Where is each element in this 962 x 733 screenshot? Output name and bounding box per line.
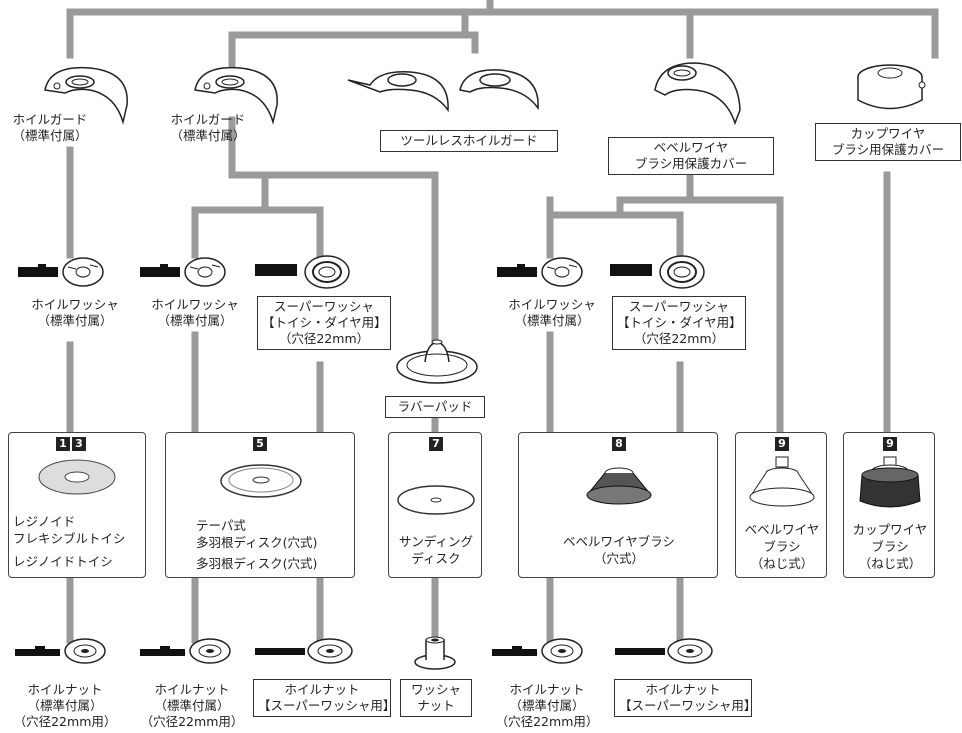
super-washer-nut-label-2: ホイルナット【スーパーワッシャ用】 bbox=[614, 679, 756, 717]
bevel-brush-cover-label: ベベルワイヤブラシ用保護カバー bbox=[608, 137, 774, 175]
badge-7: 7 bbox=[429, 437, 443, 451]
panel-sanding-disc: 7 サンディング ディスク bbox=[388, 432, 482, 578]
wheel-washer-icon-3 bbox=[497, 257, 583, 287]
panel-flap-disc: 5 テーパ式 多羽根ディスク(穴式) 多羽根ディスク(穴式) bbox=[165, 432, 355, 578]
super-washer-icon-2 bbox=[610, 255, 705, 289]
panel-flexible-grinding-wheel: 1 3 レジノイド フレキシブルトイシ レジノイドトイシ bbox=[8, 432, 146, 578]
toolless-guard-illustration bbox=[347, 69, 539, 113]
super-washer-label-1: スーパーワッシャ【トイシ・ダイヤ用】（穴径22mm） bbox=[257, 296, 391, 350]
washer-nut-label: ワッシャナット bbox=[400, 679, 472, 717]
super-washer-nut-label-1: ホイルナット【スーパーワッシャ用】 bbox=[253, 679, 395, 717]
panel-line: 多羽根ディスク(穴式) bbox=[196, 535, 318, 550]
wheel-guard-illustration-1 bbox=[44, 66, 128, 125]
super-washer-nut-icon-2 bbox=[615, 638, 713, 664]
bevel-wire-brush-screw-illustration bbox=[749, 456, 815, 507]
panel-line: フレキシブルトイシ bbox=[13, 531, 126, 546]
panel-line: 多羽根ディスク(穴式) bbox=[196, 556, 318, 571]
wheel-washer-icon-2 bbox=[140, 257, 226, 287]
panel-line: ブラシ bbox=[763, 539, 801, 554]
panel-line: レジノイド bbox=[13, 514, 76, 529]
panel-line: （穴式） bbox=[593, 551, 644, 566]
bevel-brush-cover-illustration bbox=[654, 62, 741, 126]
panel-bevel-wire-brush-hole: 8 ベベルワイヤブラシ （穴式） bbox=[518, 432, 718, 578]
panel-line: ディスク bbox=[411, 551, 461, 566]
sanding-disc-illustration bbox=[397, 485, 475, 515]
cup-brush-cover-illustration bbox=[857, 64, 926, 110]
wheel-guard-illustration-2 bbox=[194, 66, 278, 125]
flap-disc-illustration bbox=[220, 464, 302, 498]
washer-nut-icon bbox=[414, 636, 456, 670]
super-washer-icon-1 bbox=[255, 255, 350, 289]
toolless-guard-label: ツールレスホイルガード bbox=[380, 130, 558, 152]
panel-line: テーパ式 bbox=[196, 518, 246, 533]
rubber-pad-illustration bbox=[396, 339, 478, 384]
wheel-nut-label-3: ホイルナット（標準付属）（穴径22mm用） bbox=[495, 682, 599, 729]
panel-line: （ねじ式） bbox=[750, 556, 814, 571]
badge-9: 9 bbox=[775, 437, 789, 451]
wheel-nut-icon-3 bbox=[492, 638, 583, 664]
bevel-wire-brush-illustration bbox=[586, 467, 652, 505]
panel-line: （ねじ式） bbox=[858, 556, 922, 571]
cup-wire-brush-illustration bbox=[859, 456, 921, 508]
cup-brush-cover-label: カップワイヤブラシ用保護カバー bbox=[815, 123, 961, 161]
panel-line: ブラシ bbox=[871, 539, 909, 554]
panel-bevel-wire-brush-screw: 9 ベベルワイヤ ブラシ （ねじ式） bbox=[735, 432, 827, 578]
super-washer-label-2: スーパーワッシャ【トイシ・ダイヤ用】（穴径22mm） bbox=[612, 296, 746, 350]
badge-3: 3 bbox=[72, 437, 86, 451]
wheel-guard-label-1: ホイルガード（標準付属） bbox=[12, 112, 88, 143]
wheel-washer-icon-1 bbox=[18, 257, 104, 287]
badge-5: 5 bbox=[253, 437, 267, 451]
grinding-wheel-illustration bbox=[38, 459, 116, 495]
wheel-washer-label-1: ホイルワッシャ（標準付属） bbox=[31, 297, 119, 328]
panel-line: カップワイヤ bbox=[852, 522, 928, 537]
badge-1: 1 bbox=[56, 437, 70, 451]
panel-line: ベベルワイヤブラシ bbox=[563, 534, 675, 549]
wheel-washer-label-2: ホイルワッシャ（標準付属） bbox=[151, 297, 239, 328]
wheel-nut-icon-2 bbox=[140, 638, 231, 664]
wheel-washer-label-3: ホイルワッシャ（標準付属） bbox=[508, 297, 596, 328]
super-washer-nut-icon-1 bbox=[255, 638, 353, 664]
wheel-nut-label-1: ホイルナット（標準付属）（穴径22mm用） bbox=[13, 682, 117, 729]
wheel-nut-label-2: ホイルナット（標準付属）（穴径22mm用） bbox=[140, 682, 244, 729]
badge-9: 9 bbox=[883, 437, 897, 451]
wheel-guard-label-2: ホイルガード（標準付属） bbox=[170, 112, 246, 143]
wheel-nut-icon-1 bbox=[15, 638, 106, 664]
panel-cup-wire-brush-screw: 9 カップワイヤ ブラシ （ねじ式） bbox=[843, 432, 935, 578]
rubber-pad-label: ラバーパッド bbox=[385, 396, 485, 418]
badge-8: 8 bbox=[612, 437, 626, 451]
panel-line: サンディング bbox=[398, 534, 474, 549]
panel-line: レジノイドトイシ bbox=[13, 554, 113, 569]
panel-line: ベベルワイヤ bbox=[744, 522, 820, 537]
